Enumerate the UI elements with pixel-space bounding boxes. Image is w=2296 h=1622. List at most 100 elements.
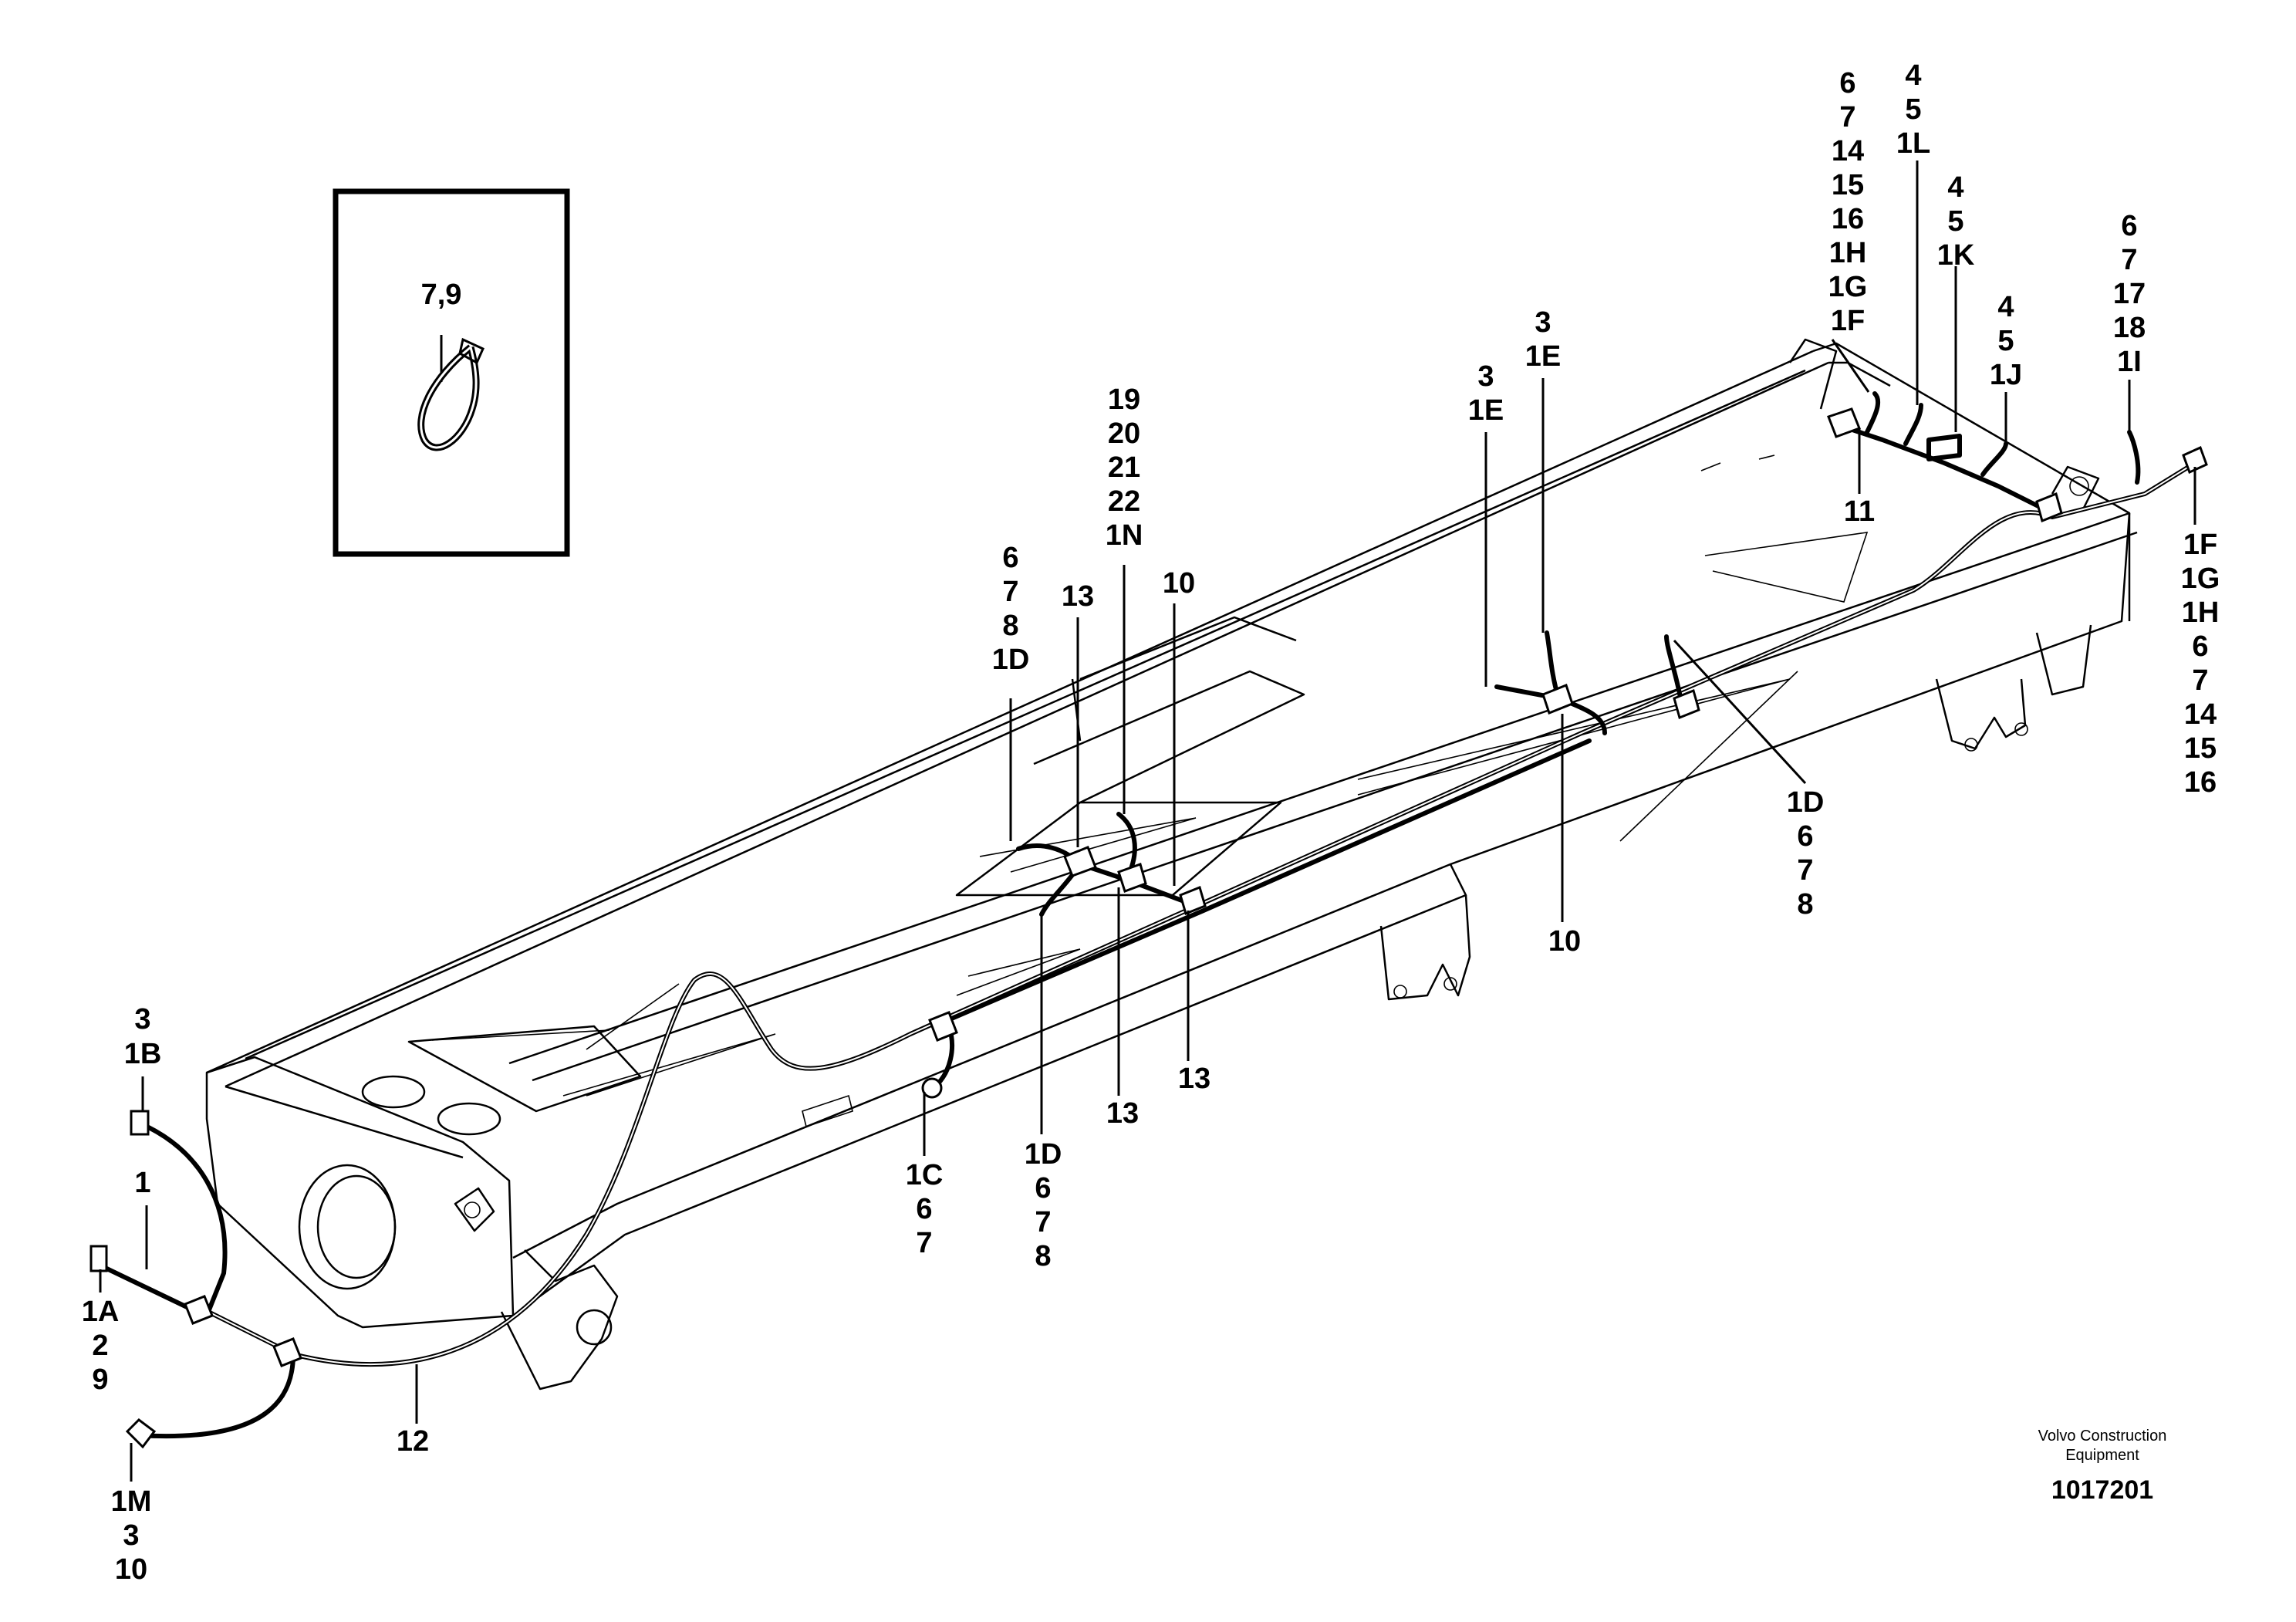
callout-11: 11: [1844, 495, 1875, 528]
callout-1d-right: 1D 6 7 8: [1787, 786, 1825, 921]
callout-1j: 4 5 1J: [1990, 291, 2022, 391]
callout-1l-line-1: 4: [1905, 59, 1921, 92]
callout-1i: 6 7 17 18 1I: [2113, 210, 2146, 378]
callout-1d-bottom-line-4: 8: [1035, 1240, 1051, 1272]
leader-lines: [99, 161, 2196, 1482]
callout-1l: 4 5 1L: [1896, 59, 1930, 160]
callout-10-top: 10: [1163, 567, 1195, 600]
fittings: [89, 407, 2208, 1449]
callout-1f-right-line-3: 1H: [2182, 596, 2220, 629]
callout-1e-left-line-2: 1E: [1468, 394, 1504, 427]
tee-fitting-1: [184, 1295, 214, 1325]
callout-1f-right-line-6: 14: [2184, 698, 2217, 731]
callout-1n-line-5: 1N: [1106, 519, 1143, 552]
callout-1d-right-line-4: 8: [1797, 888, 1813, 921]
callout-1a: 1A 2 9: [82, 1296, 120, 1396]
callout-1f-top-line-6: 1H: [1829, 237, 1867, 269]
callout-1d-top: 6 7 8 1D: [992, 542, 1030, 676]
callout-1j-line-3: 1J: [1990, 359, 2022, 391]
callout-1f-top-line-1: 6: [1839, 67, 1855, 100]
fitting-tee-mid: [928, 1011, 958, 1042]
callout-1f-right-line-2: 1G: [2181, 563, 2220, 595]
callout-1e-right-line-2: 1E: [1525, 340, 1561, 373]
callout-1b-line-2: 1B: [124, 1038, 162, 1070]
fitting-10: [1179, 885, 1207, 916]
callout-1f-right: 1F 1G 1H 6 7 14 15 16: [2181, 529, 2220, 799]
connector-1a: [89, 1245, 108, 1272]
fitting-1e: [1541, 684, 1574, 715]
callout-1c-line-3: 7: [916, 1227, 932, 1259]
callout-1c: 1C 6 7: [906, 1159, 944, 1259]
fitting-front: [2035, 492, 2063, 523]
callout-1c-line-2: 6: [916, 1193, 932, 1225]
callout-1m-line-2: 3: [123, 1519, 139, 1552]
inset-label: 7,9: [421, 279, 462, 311]
callout-1k-line-3: 1K: [1937, 239, 1975, 272]
callout-1d-top-line-2: 7: [1002, 576, 1018, 608]
callout-1i-line-3: 17: [2113, 278, 2146, 310]
callout-1e-left-line-1: 3: [1477, 360, 1494, 393]
brand-line-2: Equipment: [2065, 1447, 2139, 1464]
drawing-footer: Volvo Construction Equipment 1017201: [2038, 1428, 2167, 1505]
callout-1i-line-1: 6: [2121, 210, 2137, 242]
callout-1l-line-2: 5: [1905, 93, 1921, 126]
callout-1j-line-2: 5: [1997, 325, 2014, 357]
callout-1d-top-line-1: 6: [1002, 542, 1018, 574]
callout-1i-line-4: 18: [2113, 312, 2146, 344]
callout-1d-right-line-2: 6: [1797, 820, 1813, 853]
callout-13-top: 13: [1062, 580, 1094, 613]
drawing-number: 1017201: [2051, 1475, 2153, 1505]
callout-1i-line-2: 7: [2121, 244, 2137, 276]
callout-1m-line-3: 10: [115, 1553, 147, 1586]
callout-1n-line-3: 21: [1108, 451, 1140, 484]
callout-1a-line-3: 9: [92, 1363, 108, 1396]
callout-1b-line-1: 3: [134, 1003, 150, 1036]
callout-12: 12: [397, 1425, 429, 1458]
hose-routing: [98, 391, 2197, 1439]
brand-line-1: Volvo Construction: [2038, 1428, 2167, 1445]
callout-1b: 3 1B: [124, 1003, 162, 1070]
callout-1n-line-1: 19: [1108, 384, 1140, 416]
fitting-1f: [2182, 445, 2208, 475]
cable-tie-icon: [417, 337, 485, 451]
callout-1l-line-3: 1L: [1896, 127, 1930, 160]
callouts: 3 1B 1 1A 2 9 1M 3 10 12 1C 6 7 6 7 8 1D…: [82, 59, 2220, 1586]
callout-1e-right: 3 1E: [1525, 306, 1561, 373]
callout-1f-top-line-2: 7: [1839, 101, 1855, 133]
fitting-1n: [1117, 863, 1147, 893]
callout-1c-line-1: 1C: [906, 1159, 944, 1191]
callout-1k: 4 5 1K: [1937, 171, 1975, 272]
callout-1: 1: [134, 1167, 150, 1199]
callout-1f-right-line-7: 15: [2184, 732, 2217, 765]
callout-1f-right-line-5: 7: [2192, 664, 2208, 697]
callout-1f-right-line-4: 6: [2192, 630, 2208, 663]
callout-1n: 19 20 21 22 1N: [1106, 384, 1143, 552]
callout-1d-top-line-3: 8: [1002, 610, 1018, 642]
callout-1f-top-line-4: 15: [1832, 169, 1864, 201]
callout-1d-top-line-4: 1D: [992, 644, 1030, 676]
connector-1m: [125, 1418, 157, 1449]
callout-1f-top-line-7: 1G: [1828, 271, 1868, 303]
callout-1d-bottom-line-1: 1D: [1025, 1138, 1062, 1171]
callout-1d-bottom: 1D 6 7 8: [1025, 1138, 1062, 1272]
callout-13-mid: 13: [1106, 1097, 1139, 1130]
inset-frame: [333, 188, 570, 557]
callout-1f-right-line-1: 1F: [2183, 529, 2217, 561]
callout-1k-line-1: 4: [1947, 171, 1963, 204]
callout-1a-line-2: 2: [92, 1330, 108, 1362]
callout-1d-right-line-1: 1D: [1787, 786, 1825, 819]
detail-inset: 7,9: [333, 188, 570, 557]
callout-1d-bottom-line-2: 6: [1035, 1172, 1051, 1205]
callout-1d-right-line-3: 7: [1797, 854, 1813, 887]
callout-1f-top-line-3: 14: [1832, 135, 1864, 167]
fitting-1c: [921, 1077, 943, 1099]
callout-1i-line-5: 1I: [2117, 346, 2142, 378]
callout-1d-bottom-line-3: 7: [1035, 1206, 1051, 1238]
callout-1a-line-1: 1A: [82, 1296, 120, 1328]
fitting-1d: [1063, 846, 1097, 877]
tee-fitting-2: [272, 1337, 302, 1367]
callout-1e-left: 3 1E: [1468, 360, 1504, 427]
callout-1f-top: 6 7 14 15 16 1H 1G 1F: [1828, 67, 1868, 337]
callout-1k-line-2: 5: [1947, 205, 1963, 238]
